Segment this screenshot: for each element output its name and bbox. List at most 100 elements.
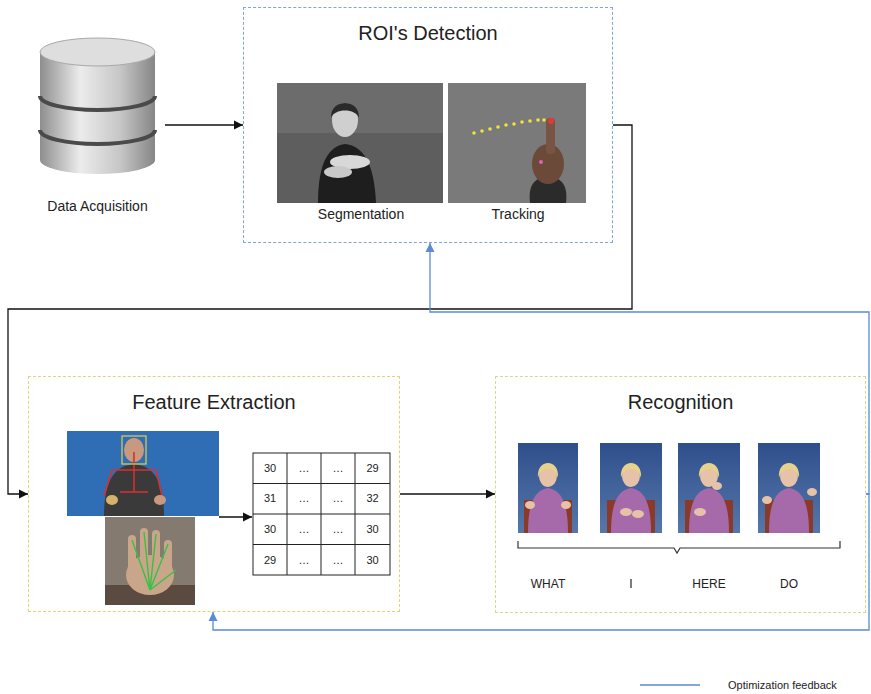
- sign-frame: [561, 501, 571, 509]
- sign-frame: [694, 508, 706, 516]
- skeleton-photo: [67, 431, 219, 516]
- sign-frame: [538, 463, 558, 478]
- sequence-brace: [518, 541, 840, 553]
- feature-table-grid: [253, 544, 390, 545]
- sign-frame: [518, 443, 578, 533]
- sign-frame: [769, 488, 809, 533]
- feature-table-grid: [253, 483, 390, 484]
- tracking-photo: [488, 127, 492, 131]
- legend-text: Optimization feedback: [728, 680, 837, 691]
- tracking-photo: [520, 120, 524, 124]
- flow-connector: [213, 494, 869, 630]
- sign-frame: [678, 443, 740, 533]
- sign-frame: [611, 488, 651, 533]
- table-cell: …: [299, 463, 310, 474]
- segmentation-photo: [277, 83, 443, 203]
- table-cell: 30: [366, 555, 378, 566]
- hand-skeleton-photo: [105, 517, 195, 605]
- tracking-photo: [504, 123, 508, 127]
- skeleton-photo: [122, 436, 146, 464]
- sign-frame: [807, 488, 817, 496]
- table-cell: …: [333, 493, 344, 504]
- feature-table-grid: [253, 453, 390, 575]
- database-icon: [40, 38, 155, 174]
- sign-frame: [758, 443, 820, 533]
- gloss-word: I: [629, 578, 632, 590]
- table-cell: …: [299, 493, 310, 504]
- flow-connector: [165, 124, 243, 125]
- table-cell: 30: [264, 463, 276, 474]
- sign-frame: [518, 443, 578, 533]
- flow-connector: [8, 125, 632, 494]
- sign-frame: [678, 443, 740, 533]
- tracking-photo: [528, 119, 532, 123]
- image-panel: Segmentation: [278, 84, 444, 222]
- tracking-photo: [480, 129, 484, 133]
- skeleton-photo: [106, 495, 118, 505]
- tracking-photo: [548, 118, 554, 124]
- sign-frame: [632, 510, 644, 518]
- table-cell: 30: [264, 524, 276, 535]
- box-label: Data Acquisition: [47, 198, 147, 214]
- skeleton-photo: [67, 431, 219, 516]
- table-cell: …: [333, 555, 344, 566]
- sign-frame: [620, 508, 632, 516]
- feature-table-grid: [253, 453, 390, 575]
- hand-skeleton-photo: [132, 532, 176, 590]
- table-cell: 29: [264, 555, 276, 566]
- sign-frame: [699, 463, 719, 478]
- database-icon: [40, 96, 155, 110]
- table-cell: …: [333, 524, 344, 535]
- gloss-word: DO: [780, 578, 798, 590]
- image-panel: Tracking: [449, 84, 587, 222]
- feature-table-grid: [253, 514, 390, 515]
- stage-box: ROI's DetectionSegmentation Tracking: [243, 7, 613, 243]
- table-cell: …: [333, 463, 344, 474]
- segmentation-photo: [324, 166, 352, 178]
- sign-frame: [762, 496, 772, 504]
- stage-box: Feature Extraction: [28, 376, 400, 612]
- table-cell: 31: [264, 493, 276, 504]
- segmentation-photo: [277, 83, 443, 203]
- tracking-photo: [546, 118, 555, 154]
- box-title: ROI's Detection: [358, 22, 497, 45]
- box-label: Segmentation: [318, 206, 404, 222]
- table-cell: 32: [366, 493, 378, 504]
- legend-line: [640, 684, 700, 686]
- sign-frame: [779, 463, 799, 478]
- segmentation-photo: [318, 144, 376, 203]
- tracking-photo: [512, 122, 516, 126]
- box-title: Recognition: [628, 391, 734, 414]
- sign-frame: [758, 443, 820, 533]
- table-cell: …: [299, 555, 310, 566]
- sign-frame: [600, 443, 662, 533]
- feature-arrow: [219, 516, 252, 517]
- table-cell: 29: [366, 463, 378, 474]
- sign-frame: [621, 463, 641, 478]
- database-icon: [40, 130, 155, 144]
- gloss-word: WHAT: [531, 578, 565, 590]
- segmentation-photo: [277, 83, 443, 133]
- sign-frame: [528, 488, 568, 533]
- hand-skeleton-photo: [105, 517, 195, 605]
- table-cell: 30: [366, 524, 378, 535]
- tracking-photo: [448, 83, 586, 203]
- table-cell: …: [299, 524, 310, 535]
- tracking-photo: [536, 118, 540, 122]
- sign-frame: [689, 488, 729, 533]
- box-title: Feature Extraction: [132, 391, 295, 414]
- tracking-photo: [448, 83, 586, 203]
- skeleton-photo: [154, 495, 166, 505]
- box-label: Tracking: [491, 206, 544, 222]
- gloss-word: HERE: [692, 578, 725, 590]
- data-source: Data Acquisition: [30, 38, 165, 216]
- segmentation-photo: [331, 103, 359, 118]
- tracking-photo: [472, 131, 476, 135]
- flow-connector: [400, 493, 495, 494]
- tracking-photo: [496, 125, 500, 129]
- tracking-photo: [542, 118, 546, 122]
- sign-frame: [525, 501, 535, 509]
